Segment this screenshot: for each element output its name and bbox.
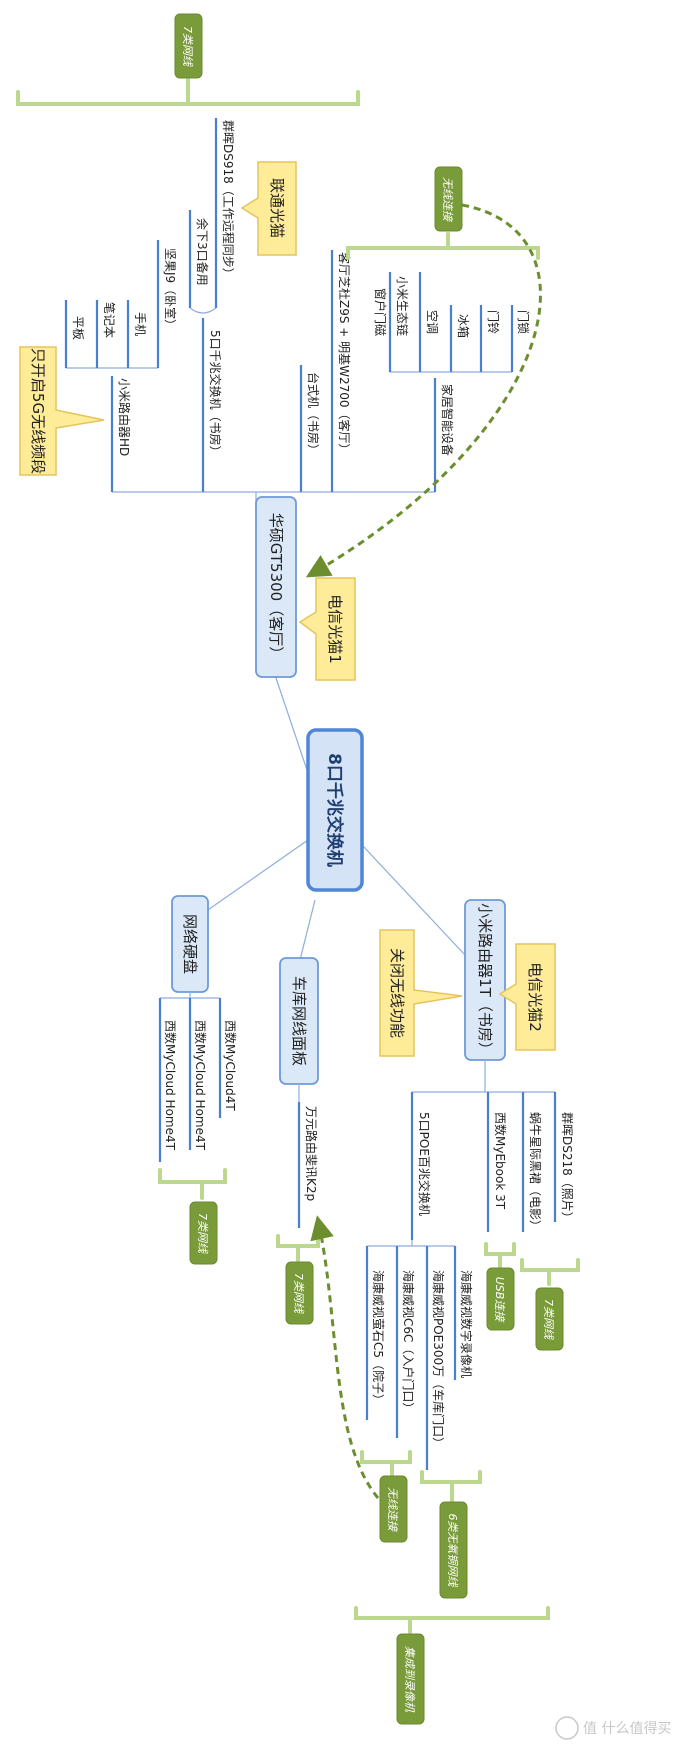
node-central-switch[interactable]: 8口千兆交换机 [306, 728, 364, 892]
callout-ct2: 电信光猫2 [498, 943, 556, 1051]
smarthome-child-fridge: 冰箱 [456, 314, 471, 338]
callout-only5g: 只开启5G无线频段 [19, 346, 105, 476]
tag-cat7-garage: 7类网线 [292, 1273, 305, 1314]
callout-ct1: 电信光猫1 [298, 577, 356, 681]
node-asus[interactable]: 华硕GT5300（客厅） [255, 496, 297, 678]
svg-text:蜗牛星际黑裙（电影）: 蜗牛星际黑裙（电影） [528, 1112, 543, 1232]
smarthome-child-mi: 小米生态链 [395, 276, 410, 336]
svg-text:西数MyEbook 3T: 西数MyEbook 3T [493, 1112, 508, 1210]
callout-unicom: 联通光猫 [240, 161, 297, 256]
svg-text:值 什么值得买: 值 什么值得买 [583, 1720, 671, 1737]
svg-text:只开启5G无线频段: 只开启5G无线频段 [29, 348, 47, 474]
sw5-child-spare: 余下3口备用 [195, 218, 210, 286]
asus-subtree: 小米路由器HD 平板 笔记本 手机 坚果J9（卧室） 5口千兆交换机（书房） 余… [64, 118, 542, 578]
svg-text:海康威视POE300万（车库门口）: 海康威视POE300万（车库门口） [431, 1270, 446, 1449]
svg-text:电信光猫1: 电信光猫1 [326, 594, 344, 664]
node-garage[interactable]: 车库网线面板 [279, 957, 319, 1085]
svg-text:海康威视C6C（入户门口）: 海康威视C6C（入户门口） [401, 1270, 416, 1414]
node-xiaomi-1t[interactable]: 小米路由器1T（书房） [464, 899, 506, 1061]
smarthome-child-window: 窗户门磁 [373, 288, 388, 336]
tag-usb: USB连接 [493, 1277, 506, 1324]
asus-child-projector: 客厅芝杜Z9S + 明基W2700（客厅） [337, 252, 352, 456]
central-label: 8口千兆交换机 [324, 753, 345, 867]
tag-wireless-top: 无线连接 [441, 177, 454, 223]
svg-text:西数MyCloud Home4T: 西数MyCloud Home4T [163, 1020, 178, 1151]
xiaomi-subtree: 5口POE百兆交换机 海康威视萤石C5（院子） 海康威视C6C（入户门口） 海康… [310, 1060, 580, 1725]
tag-integrated: 集成到录像机 [403, 1646, 416, 1713]
tag-wireless-bottom: 无线连接 [386, 1487, 399, 1533]
svg-text:关闭无线功能: 关闭无线功能 [388, 948, 406, 1038]
svg-text:联通光猫: 联通光猫 [268, 178, 286, 238]
tag-cat7-disk: 7类网线 [196, 1213, 209, 1254]
node-nas-disk[interactable]: 网络硬盘 [171, 895, 209, 993]
asus-child-smarthome: 家居智能设备 [440, 384, 455, 456]
smarthome-child-doorbell: 门铃 [486, 310, 501, 334]
svg-text:小米路由器1T（书房）: 小米路由器1T（书房） [476, 903, 494, 1057]
sw5-child-ds918: 群晖DS918（工作远程同步） [221, 120, 236, 280]
svg-text:5口POE百兆交换机: 5口POE百兆交换机 [417, 1112, 432, 1216]
asus-child-desktop: 台式机（书房） [306, 372, 321, 456]
smarthome-child-lock: 门锁 [516, 310, 531, 334]
asus-label: 华硕GT5300（客厅） [267, 513, 285, 661]
svg-text:网络硬盘: 网络硬盘 [181, 914, 199, 974]
smarthome-child-ac: 空调 [425, 310, 439, 334]
watermark: 值 什么值得买 [555, 1716, 671, 1740]
svg-text:万元路由斐讯K2p: 万元路由斐讯K2p [304, 1106, 319, 1201]
asus-child-mi-hd: 小米路由器HD [117, 378, 132, 456]
top-bracket-cat7: 7类网线 [16, 13, 360, 106]
tag-cat7-top: 7类网线 [181, 26, 194, 67]
svg-text:西数MyCloud4T: 西数MyCloud4T [223, 1020, 238, 1111]
hd-child-j9: 坚果J9（卧室） [163, 248, 178, 331]
svg-text:西数MyCloud Home4T: 西数MyCloud Home4T [193, 1020, 208, 1151]
svg-text:电信光猫2: 电信光猫2 [526, 962, 544, 1032]
hd-child-phone: 手机 [133, 312, 147, 336]
asus-child-sw5: 5口千兆交换机（书房） [208, 330, 223, 458]
tag-cat6: 6类无氧铜网线 [446, 1514, 459, 1588]
svg-text:车库网线面板: 车库网线面板 [290, 976, 308, 1066]
hd-child-laptop: 笔记本 [102, 302, 117, 338]
tag-cat7-xiaomi: 7类网线 [542, 1299, 555, 1340]
hd-child-tablet: 平板 [71, 316, 85, 340]
svg-text:群晖DS218（照片）: 群晖DS218（照片） [560, 1112, 574, 1224]
disk-subtree: 西数MyCloud Home4T 西数MyCloud Home4T 西数MyCl… [158, 992, 238, 1265]
svg-text:海康威视数字录像机: 海康威视数字录像机 [459, 1270, 474, 1378]
main-links [204, 674, 466, 961]
svg-text:海康威视萤石C5（院子）: 海康威视萤石C5（院子） [371, 1270, 386, 1406]
callout-wifi-off: 关闭无线功能 [379, 929, 463, 1057]
garage-subtree: 万元路由斐讯K2p 7类网线 [276, 1084, 320, 1325]
